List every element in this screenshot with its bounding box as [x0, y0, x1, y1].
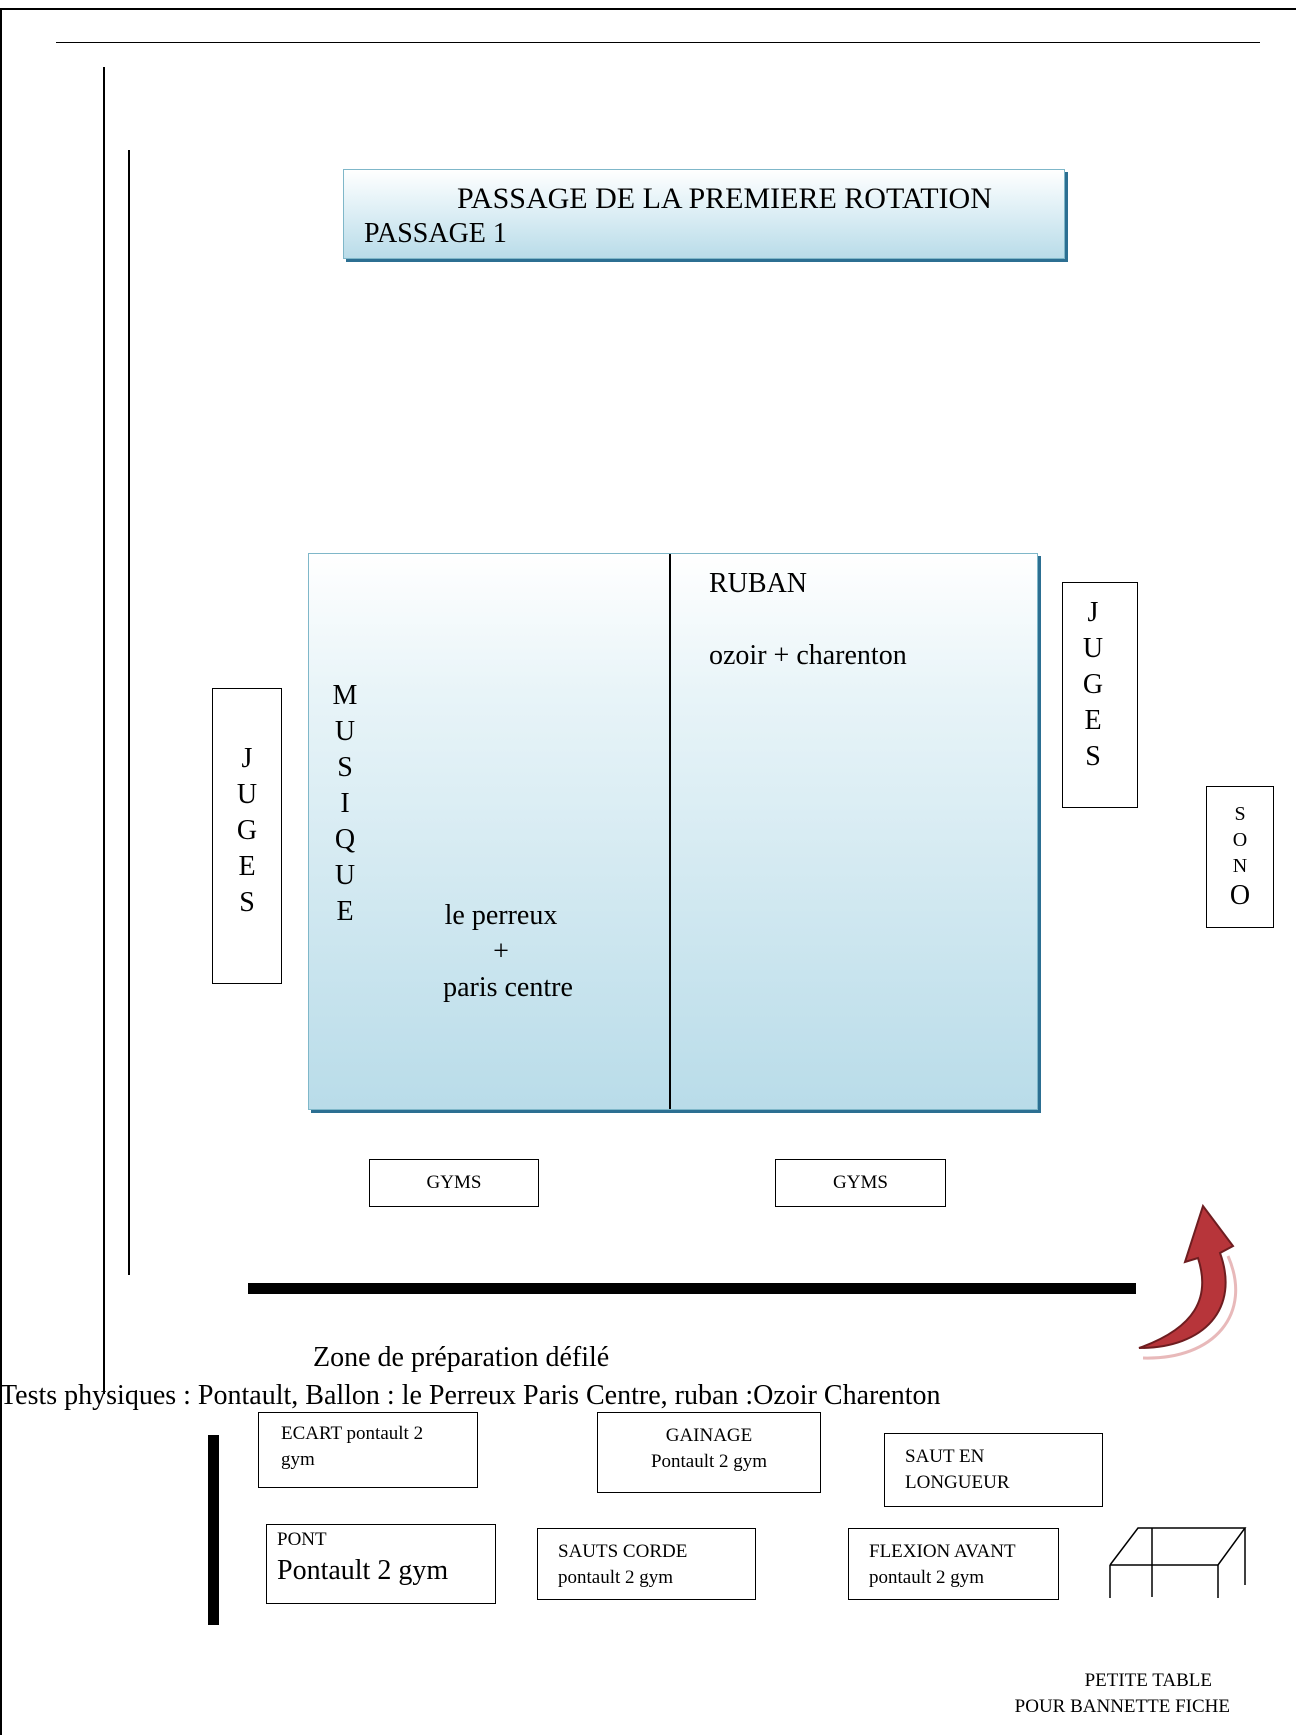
ruban-label: RUBAN [709, 568, 808, 599]
station-gainage-detail: Pontault 2 gym [650, 1451, 768, 1472]
station-ecart: ECART pontault 2 gym [258, 1412, 478, 1488]
sono-letter: O [1229, 880, 1251, 911]
station-corde-title: SAUTS CORDE [558, 1541, 688, 1562]
zone-preparation-label: Zone de préparation défilé [313, 1342, 610, 1373]
curved-arrow-icon [1138, 1203, 1238, 1360]
floor-divider [669, 554, 671, 1109]
station-pont: PONT Pontault 2 gym [266, 1524, 496, 1604]
sono-letter: N [1232, 855, 1248, 877]
musique-letter: Q [334, 824, 356, 855]
gyms-label: GYMS [426, 1172, 482, 1193]
juges-letter: G [1082, 669, 1104, 700]
sono-label: S O N O [1207, 801, 1273, 913]
left-team-line: le perreux [444, 900, 558, 931]
left-team-label: le perreux + paris centre [411, 898, 591, 1006]
station-flexion-title: FLEXION AVANT [869, 1541, 1016, 1562]
juges-letter: J [1087, 597, 1099, 628]
rotation-title: PASSAGE DE LA PREMIERE ROTATION [457, 182, 992, 215]
juges-right-box: J U G E S [1062, 582, 1138, 808]
station-gainage: GAINAGE Pontault 2 gym [597, 1412, 821, 1493]
station-ecart-detail: pontault 2 [346, 1423, 424, 1444]
passage-label: PASSAGE 1 [364, 218, 507, 249]
station-flexion-detail: pontault 2 gym [869, 1567, 985, 1588]
separator-bar [248, 1283, 1136, 1294]
left-team-line: + [493, 936, 509, 967]
petite-table-line1: PETITE TABLE [1084, 1670, 1212, 1691]
table-icon [1109, 1527, 1247, 1598]
juges-letter: S [1085, 741, 1101, 772]
station-saut-longueur: SAUT EN LONGUEUR [884, 1433, 1103, 1507]
musique-letter: S [337, 752, 353, 783]
station-flexion-avant: FLEXION AVANT pontault 2 gym [848, 1528, 1059, 1600]
petite-table-line2: POUR BANNETTE FICHE [1014, 1696, 1230, 1717]
musique-letter: I [340, 788, 350, 819]
page-border-left [0, 8, 2, 1735]
juges-letter: E [1084, 705, 1102, 736]
juges-letter: E [238, 851, 256, 882]
sono-letter: S [1234, 803, 1246, 825]
station-pont-title: PONT [277, 1529, 327, 1550]
musique-letter: U [334, 716, 356, 747]
juges-right-label: J U G E S [1073, 595, 1113, 775]
left-thick-bar [208, 1435, 219, 1625]
juges-letter: U [1082, 633, 1104, 664]
gyms-box-left: GYMS [369, 1159, 539, 1207]
station-saut-line2: LONGUEUR [905, 1472, 1010, 1493]
station-corde-detail: pontault 2 gym [558, 1567, 674, 1588]
tests-physiques-text: Tests physiques : Pontault, Ballon : le … [0, 1380, 941, 1411]
station-ecart-extra: gym [281, 1449, 315, 1470]
musique-letter: E [336, 896, 354, 927]
left-team-line: paris centre [443, 972, 573, 1003]
juges-left-box: J U G E S [212, 688, 282, 984]
rotation-title-box: PASSAGE DE LA PREMIERE ROTATION PASSAGE … [343, 169, 1065, 259]
juges-letter: U [236, 779, 258, 810]
juges-letter: G [236, 815, 258, 846]
station-saut-line1: SAUT EN [905, 1446, 985, 1467]
header-line [56, 42, 1260, 43]
juges-letter: S [239, 887, 255, 918]
gyms-box-right: GYMS [775, 1159, 946, 1207]
musique-letter: U [334, 860, 356, 891]
left-vertical-line-outer [103, 67, 105, 1394]
station-ecart-line1: ECART pontault 2 [281, 1421, 423, 1447]
petite-table-label: PETITE TABLE POUR BANNETTE FICHE [900, 1668, 1230, 1720]
station-sauts-corde: SAUTS CORDE pontault 2 gym [537, 1528, 756, 1600]
juges-letter: J [241, 743, 253, 774]
page-border-top [0, 8, 1296, 10]
competition-floor: M U S I Q U E le perreux + paris centre … [308, 553, 1038, 1110]
station-pont-detail: Pontault 2 gym [277, 1555, 449, 1586]
left-vertical-line-inner [128, 150, 130, 1275]
gyms-label: GYMS [833, 1172, 888, 1193]
sono-box: S O N O [1206, 786, 1274, 928]
musique-label: M U S I Q U E [325, 678, 365, 930]
juges-left-label: J U G E S [227, 741, 267, 921]
right-team-label: ozoir + charenton [709, 640, 907, 671]
station-gainage-title: GAINAGE [665, 1425, 753, 1446]
sono-letter: O [1232, 829, 1248, 851]
station-ecart-title: ECART [281, 1423, 342, 1444]
musique-letter: M [332, 680, 358, 711]
